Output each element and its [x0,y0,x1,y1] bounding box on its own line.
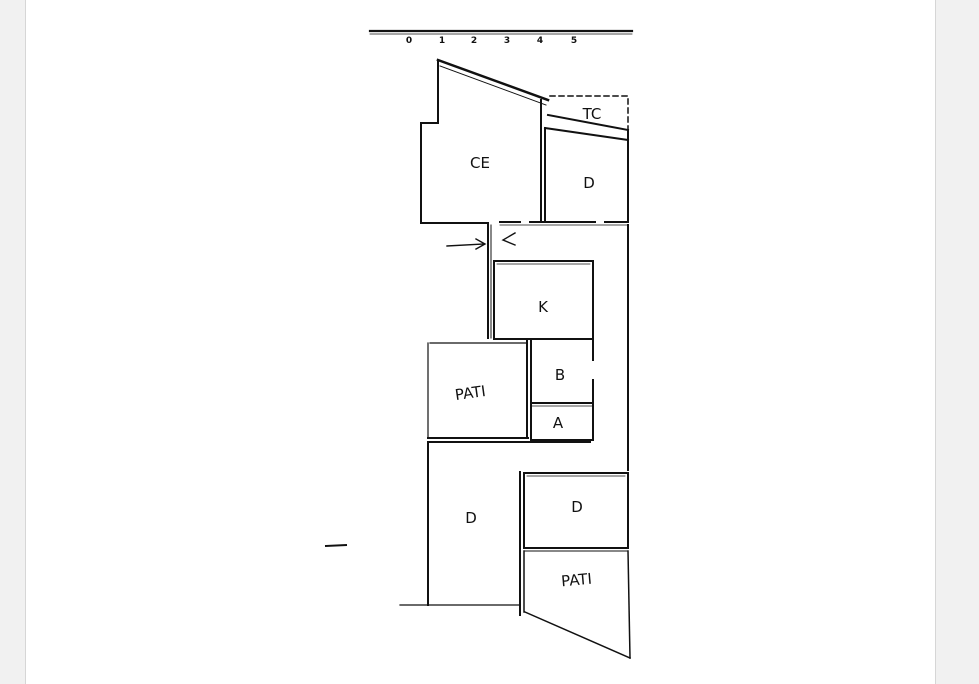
stray-mark [324,543,348,548]
room-label-a: A [553,414,564,432]
scale-tick-1: 1 [439,36,445,46]
room-label-pati-bottom: PATI [560,570,592,591]
room-label-d-right: D [571,498,583,516]
scale-tick-4: 4 [537,36,543,46]
room-tc-walls [549,95,629,131]
room-label-d-top: D [583,174,595,192]
document-page [25,0,936,684]
entrance-arrow [446,232,516,250]
room-d-left-walls [399,441,591,616]
room-label-d-left: D [465,509,477,527]
room-k-walls [493,260,594,340]
scale-tick-3: 3 [504,36,510,46]
room-label-tc: TC [582,105,602,123]
room-pati-left-walls [427,339,529,439]
room-label-k: K [538,298,549,316]
room-d-top-walls [499,126,630,226]
room-pati-bottom-walls [523,550,631,659]
room-b-a-walls [530,339,594,441]
tc-bottom-wall [546,113,630,132]
room-d-right-walls [523,472,629,552]
scale-numbers: 0 1 2 3 4 5 [406,36,577,46]
scale-tick-5: 5 [571,36,577,46]
corridor-walls [487,224,629,471]
room-ce-walls [420,58,550,224]
scale-tick-0: 0 [406,36,412,46]
room-label-ce: CE [470,154,490,172]
scale-tick-2: 2 [471,36,477,46]
room-label-b: B [555,366,565,384]
scale-bar [368,29,634,35]
room-label-pati-left: PATI [454,382,487,404]
